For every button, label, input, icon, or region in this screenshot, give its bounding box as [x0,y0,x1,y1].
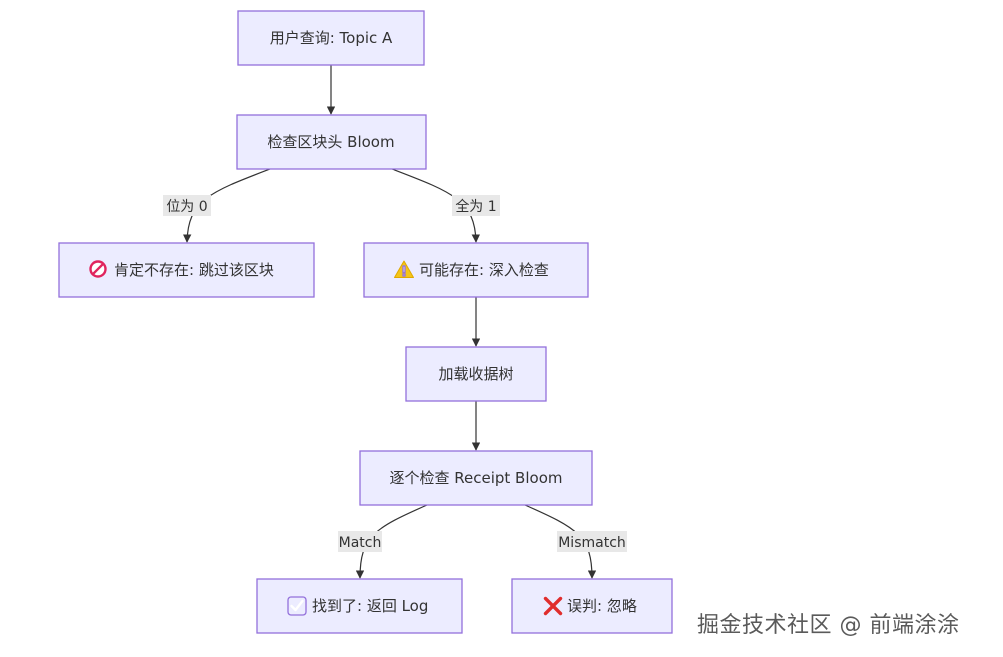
edge-label-match: Match [338,531,382,552]
watermark: 掘金技术社区 @ 前端涂涂 [697,613,960,638]
prohibited-icon [89,260,107,278]
edge-label-mismatch-text: Mismatch [558,535,626,551]
node-found-log-label: 找到了: 返回 Log [312,597,428,615]
node-found-log: 找到了: 返回 Log [256,578,463,634]
node-load-receipt-tree: 加载收据树 [405,346,547,402]
node-maybe-exist-label: 可能存在: 深入检查 [419,261,549,279]
edge-label-all-one: 全为 1 [452,195,500,216]
node-definitely-not-exist-label: 肯定不存在: 跳过该区块 [114,261,274,279]
warning-icon [394,260,414,278]
check-mark-icon [287,596,307,616]
node-user-query: 用户查询: Topic A [237,10,425,66]
node-definitely-not-exist: 肯定不存在: 跳过该区块 [58,242,315,298]
edge-label-bit-zero-text: 位为 0 [166,199,207,215]
node-maybe-exist: 可能存在: 深入检查 [363,242,589,298]
node-false-positive: 误判: 忽略 [511,578,673,634]
node-user-query-label: 用户查询: Topic A [270,29,393,47]
node-block-bloom-check-label: 检查区块头 Bloom [267,133,394,151]
node-receipt-bloom-check-label: 逐个检查 Receipt Bloom [390,469,563,487]
cross-mark-icon [543,596,563,616]
edge-label-bit-zero: 位为 0 [163,195,211,216]
edge-label-mismatch: Mismatch [557,531,627,552]
node-load-receipt-tree-label: 加载收据树 [438,365,513,383]
node-receipt-bloom-check: 逐个检查 Receipt Bloom [359,450,593,506]
node-false-positive-label: 误判: 忽略 [567,597,637,615]
node-block-bloom-check: 检查区块头 Bloom [236,114,427,170]
edge-label-all-one-text: 全为 1 [455,198,496,215]
edge-label-match-text: Match [339,535,382,551]
